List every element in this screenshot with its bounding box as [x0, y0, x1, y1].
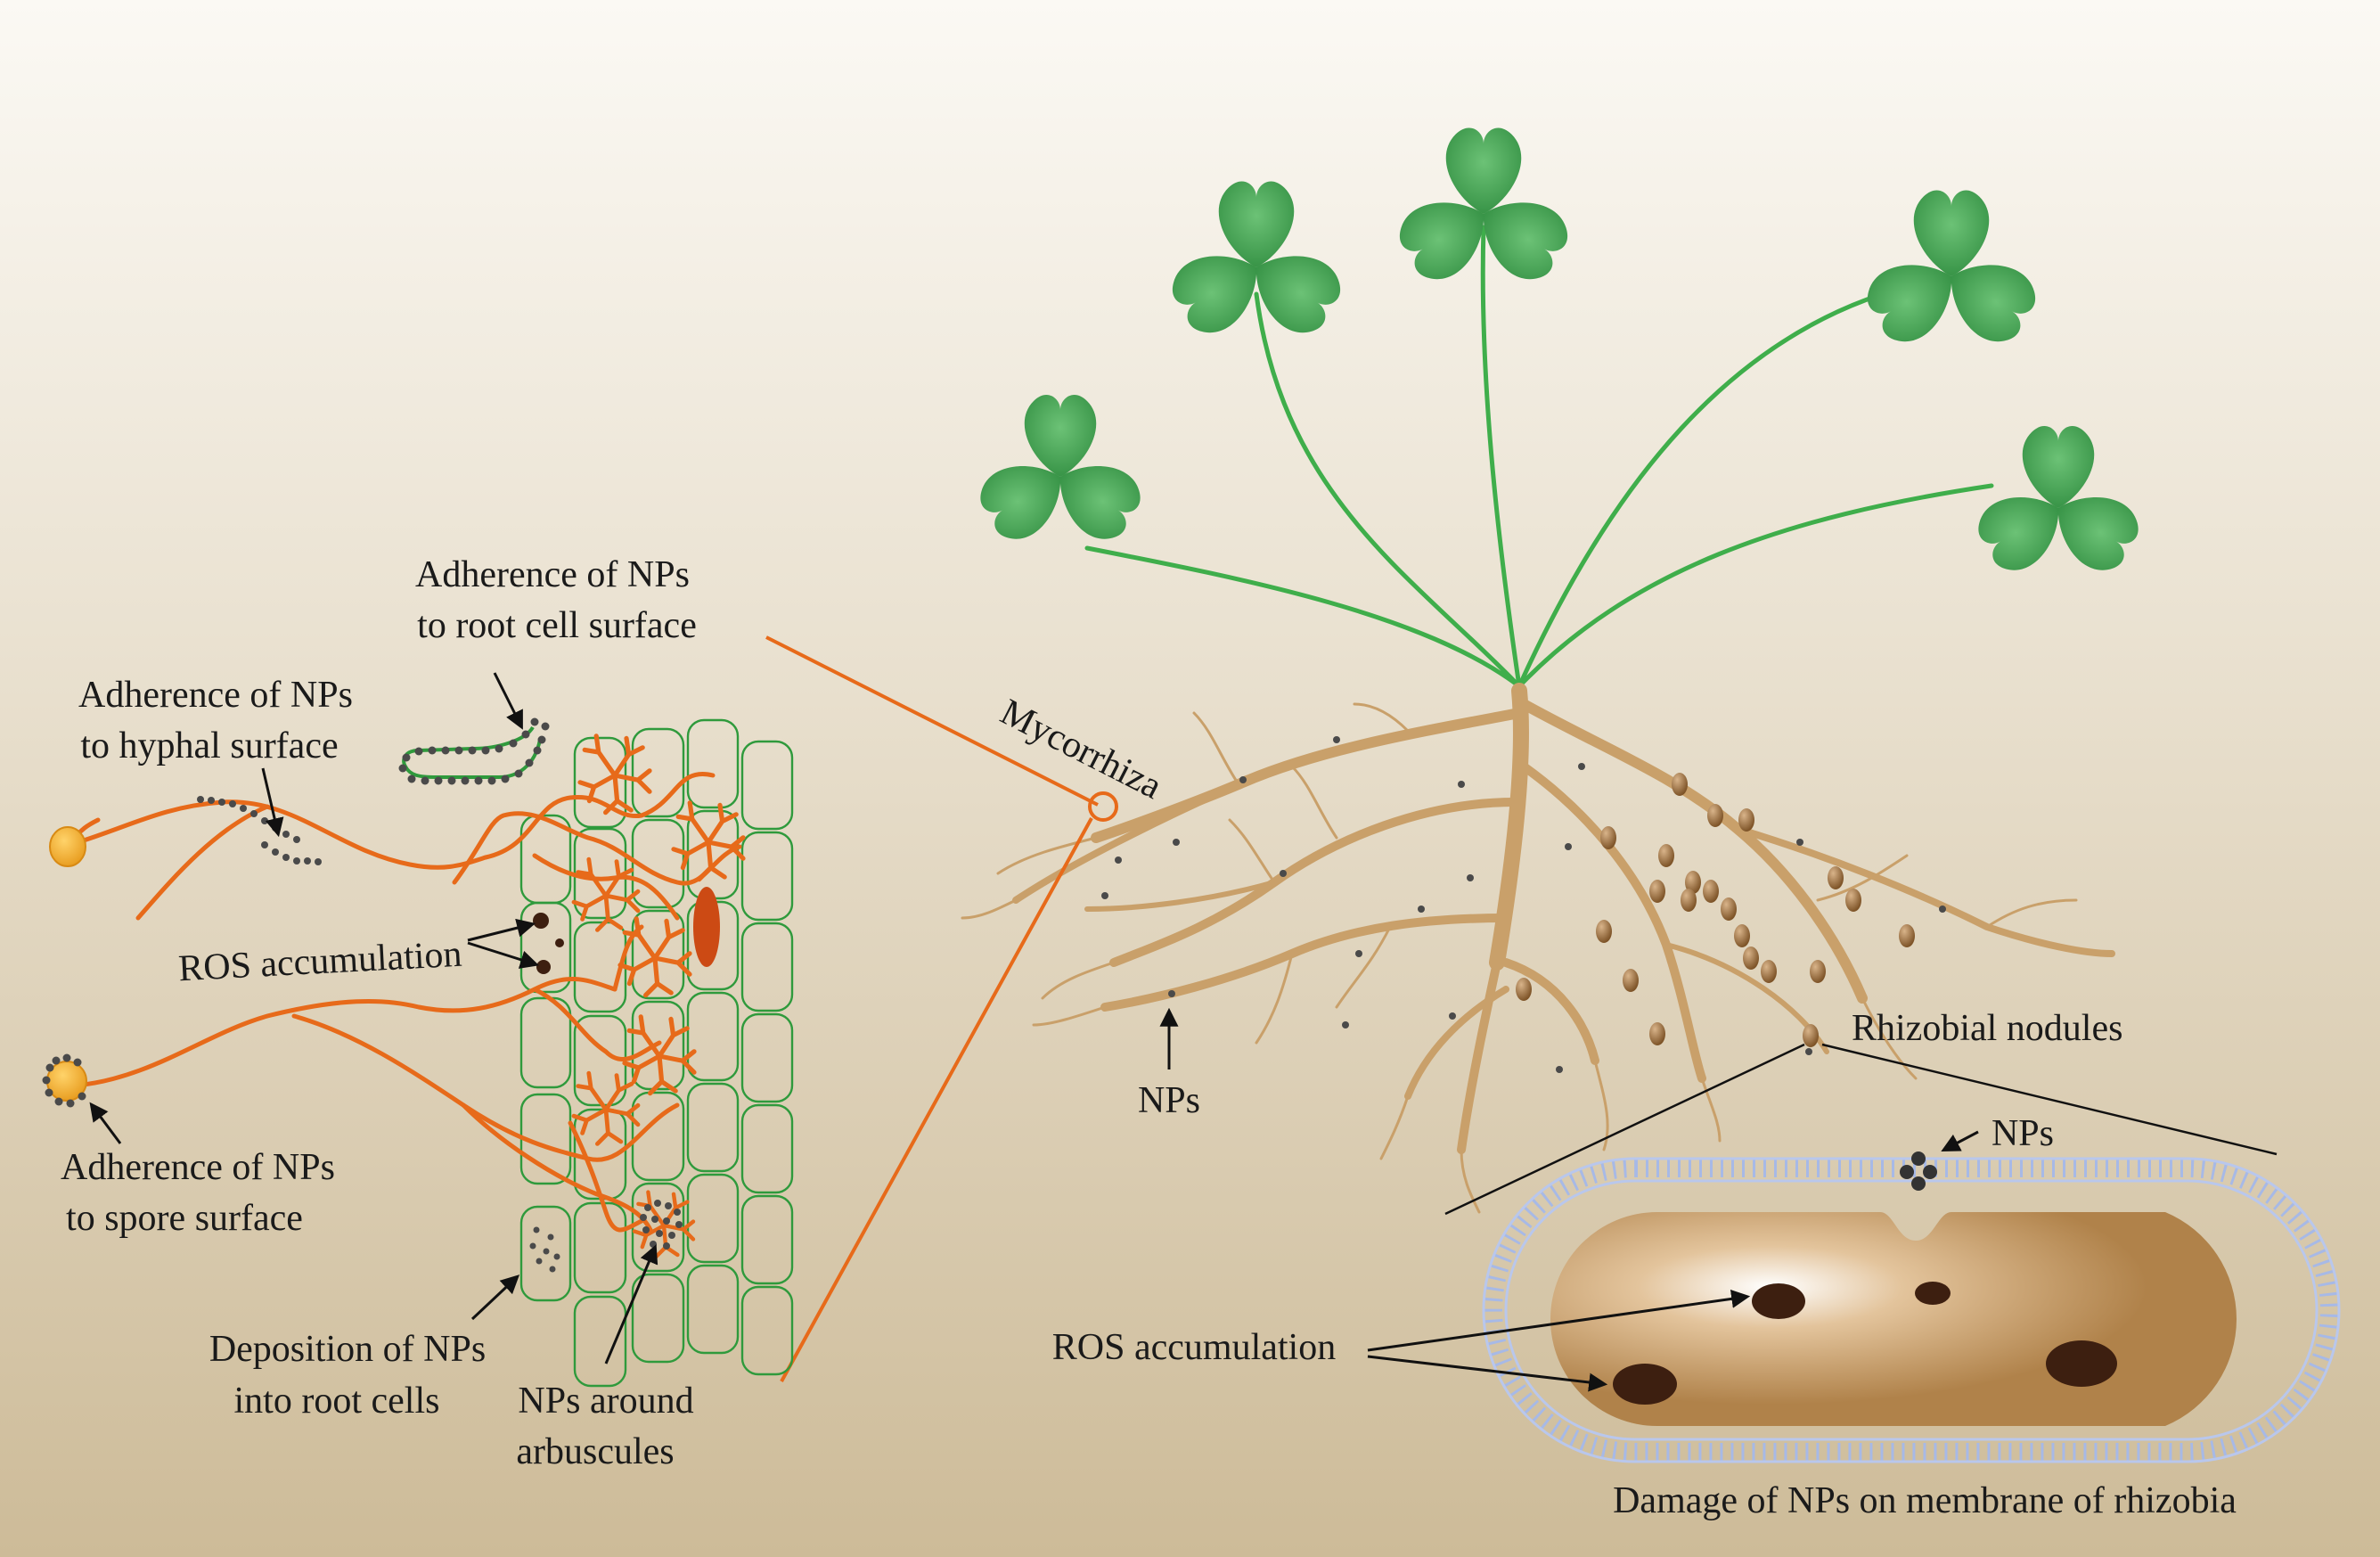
- deposited-nanoparticles: [529, 1226, 560, 1273]
- arbuscule-nanoparticles: [640, 1200, 683, 1250]
- label-deposition: Deposition of NPs into root cells: [209, 1274, 520, 1422]
- label-deposition-line2: into root cells: [234, 1381, 440, 1422]
- label-ros-right: ROS accumulation: [1052, 1289, 1751, 1392]
- stems: [1084, 225, 1994, 689]
- ros-left-cell: [533, 913, 564, 974]
- label-nps-soil: NPs: [1138, 1007, 1200, 1121]
- label-nps-soil-text: NPs: [1138, 1080, 1200, 1121]
- membrane-nanoparticles: [1900, 1151, 1937, 1191]
- rhizobium-cell: [1482, 1151, 2341, 1463]
- cell-nucleus: [693, 887, 720, 967]
- rhizobial-nodules: [1516, 773, 1915, 1047]
- soil-nanoparticles: [1101, 736, 1946, 1073]
- root-hair: [398, 717, 550, 785]
- label-hyphal-surface-line2: to hyphal surface: [80, 725, 338, 766]
- fungal-spore-bottom: [42, 1053, 87, 1108]
- label-arbuscules-line2: arbuscules: [516, 1431, 674, 1472]
- label-arbuscules: NPs around arbuscules: [516, 1244, 694, 1472]
- nodule-zoom-lines: [1444, 1043, 2278, 1216]
- mycorrhiza-zoom-connector: [765, 635, 1118, 1382]
- label-arbuscules-line1: NPs around: [518, 1381, 693, 1422]
- label-rhizobial-nodules: Rhizobial nodules: [1852, 1008, 2122, 1049]
- label-root-cell-surface-line2: to root cell surface: [417, 605, 697, 646]
- label-membrane-damage: Damage of NPs on membrane of rhizobia: [1613, 1480, 2237, 1521]
- root-system: [961, 683, 2115, 1214]
- label-deposition-line1: Deposition of NPs: [209, 1329, 486, 1370]
- label-nps-membrane-text: NPs: [1992, 1113, 2054, 1154]
- clover-plant: [971, 127, 2147, 689]
- fungal-hyphae: [67, 772, 742, 1233]
- label-root-cell-surface-line1: Adherence of NPs: [415, 554, 690, 595]
- mycorrhiza-marker: [1088, 791, 1118, 822]
- label-spore-surface-line2: to spore surface: [66, 1198, 303, 1239]
- ros-rhizobium: [1613, 1282, 2117, 1405]
- label-hyphal-surface: Adherence of NPs to hyphal surface: [78, 675, 353, 838]
- label-ros-right-text: ROS accumulation: [1052, 1327, 1336, 1368]
- label-spore-surface: Adherence of NPs to spore surface: [61, 1102, 335, 1239]
- label-root-cell-surface: Adherence of NPs to root cell surface: [415, 554, 697, 730]
- label-spore-surface-line1: Adherence of NPs: [61, 1147, 335, 1188]
- fungal-spore-top: [49, 817, 101, 867]
- rhizobium-membrane: [1483, 1158, 2340, 1463]
- label-nps-membrane: NPs: [1941, 1113, 2054, 1154]
- label-hyphal-surface-line1: Adherence of NPs: [78, 675, 353, 716]
